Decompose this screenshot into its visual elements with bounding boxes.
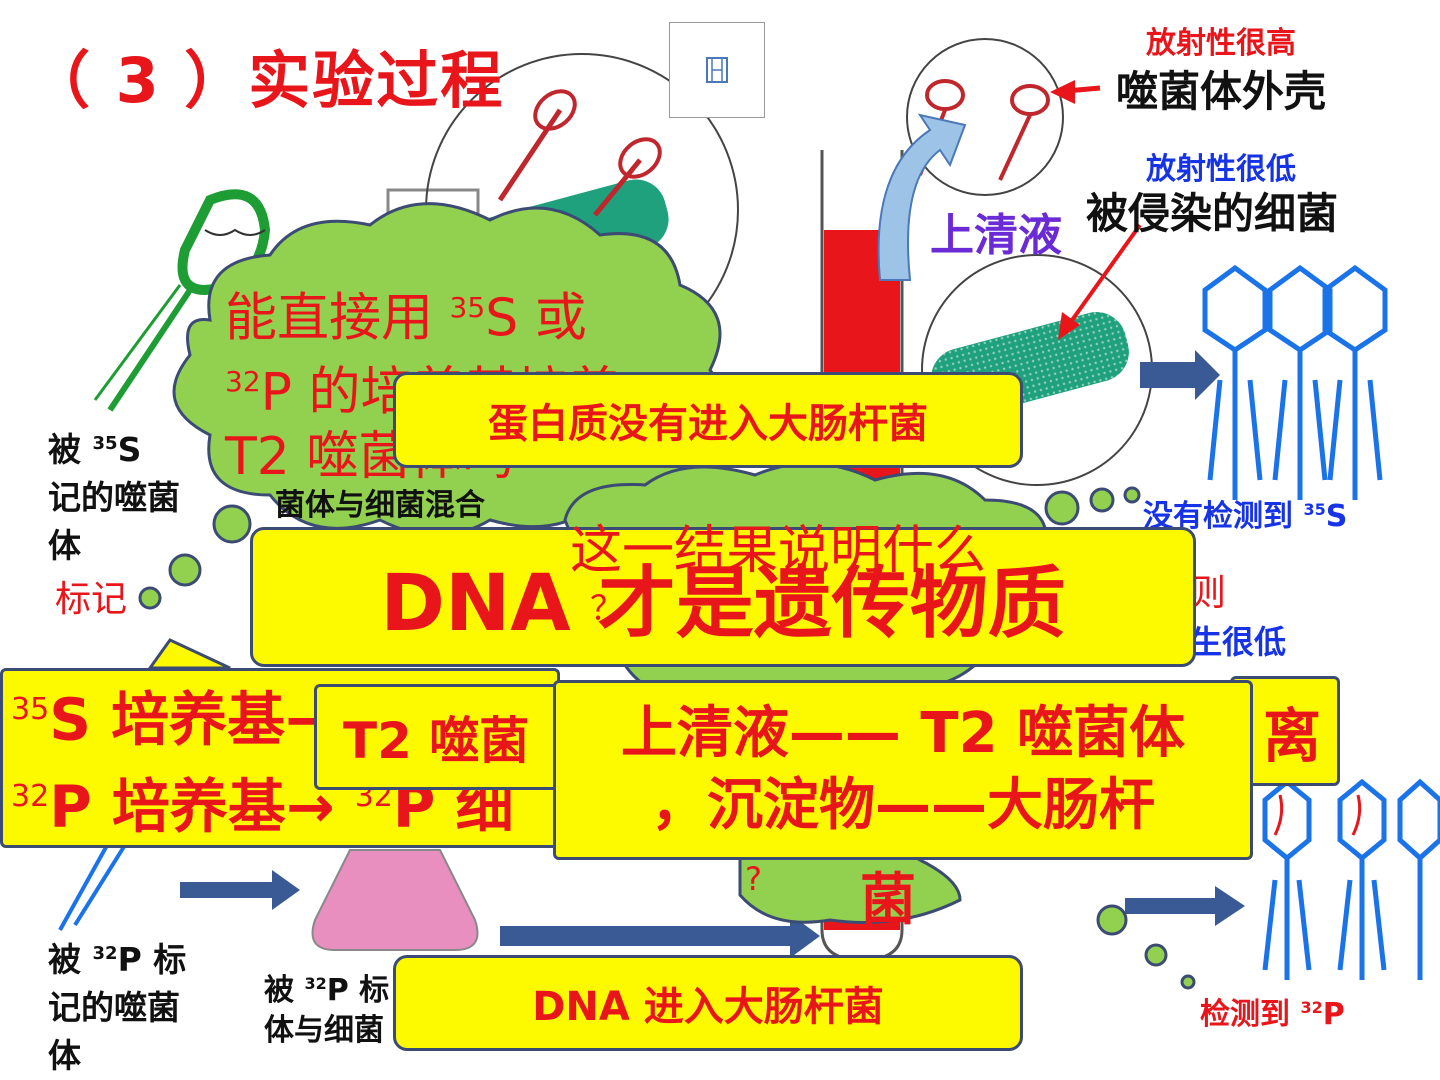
p32-phage-icon: [58, 839, 127, 931]
right-partial-label-1: 则: [1190, 573, 1227, 614]
supernatant-sediment-box-overflow: 菌: [860, 868, 916, 933]
page-title: （ 3 ）实验过程: [28, 44, 505, 117]
phage-shell-label: 噬菌体外壳: [1116, 67, 1327, 116]
p32-mix-label: 被 32P 标 体与细菌: [264, 973, 390, 1048]
t2-phage-partial-box: T2 噬菌: [314, 684, 574, 790]
conclusion-box: DNA 才是遗传物质: [250, 527, 1196, 667]
supernatant-sediment-box: 上清液—— T2 噬菌体 ，沉淀物——大肠杆: [553, 680, 1253, 860]
marker-partial-label: 标记: [55, 579, 128, 620]
no-s35-detected-label: 没有检测到 35S: [1143, 499, 1348, 534]
high-radioactivity-label: 放射性很高: [1146, 26, 1296, 61]
right-arrow-icon: [1140, 350, 1220, 400]
curved-up-arrow-icon: [877, 113, 967, 281]
result-question-cloud: 这一结果说明什么 ？: [570, 521, 987, 629]
progeny-phages-bottom-icon: [1262, 778, 1440, 980]
bottom-right-arrow-icon: [1125, 886, 1245, 926]
supernatant-label: 上清液: [930, 210, 1062, 261]
film-icon: [706, 57, 728, 83]
progeny-phages-top-icon: [1202, 264, 1388, 500]
callout-tail-shape: [147, 638, 231, 670]
media-placeholder[interactable]: [669, 22, 765, 118]
infected-bacteria-label: 被侵染的细菌: [1086, 189, 1339, 238]
question-mark-label: ?: [745, 860, 762, 898]
detect-p32-label: 检测到 32P: [1200, 997, 1345, 1032]
p32-phage-label: 被 32P 标 记的噬菌 体: [48, 940, 187, 1075]
right-partial-label-2: 生很低: [1190, 623, 1287, 661]
shell-zoom-circle-icon: [906, 38, 1064, 196]
s35-phage-label: 被 35S 记的噬菌 体: [48, 430, 180, 565]
dna-entered-box: DNA 进入大肠杆菌: [393, 955, 1023, 1051]
culture-flask-icon: [311, 849, 479, 951]
protein-not-entered-box: 蛋白质没有进入大肠杆菌: [393, 372, 1023, 468]
bottom-mid-arrow-icon: [500, 914, 820, 958]
mix-partial-label: 菌体与细菌混合: [275, 488, 485, 523]
low-radioactivity-label: 放射性很低: [1146, 152, 1296, 187]
bottom-left-arrow-icon: [180, 870, 300, 910]
thought-bubble-dots-icon: [138, 486, 1196, 990]
